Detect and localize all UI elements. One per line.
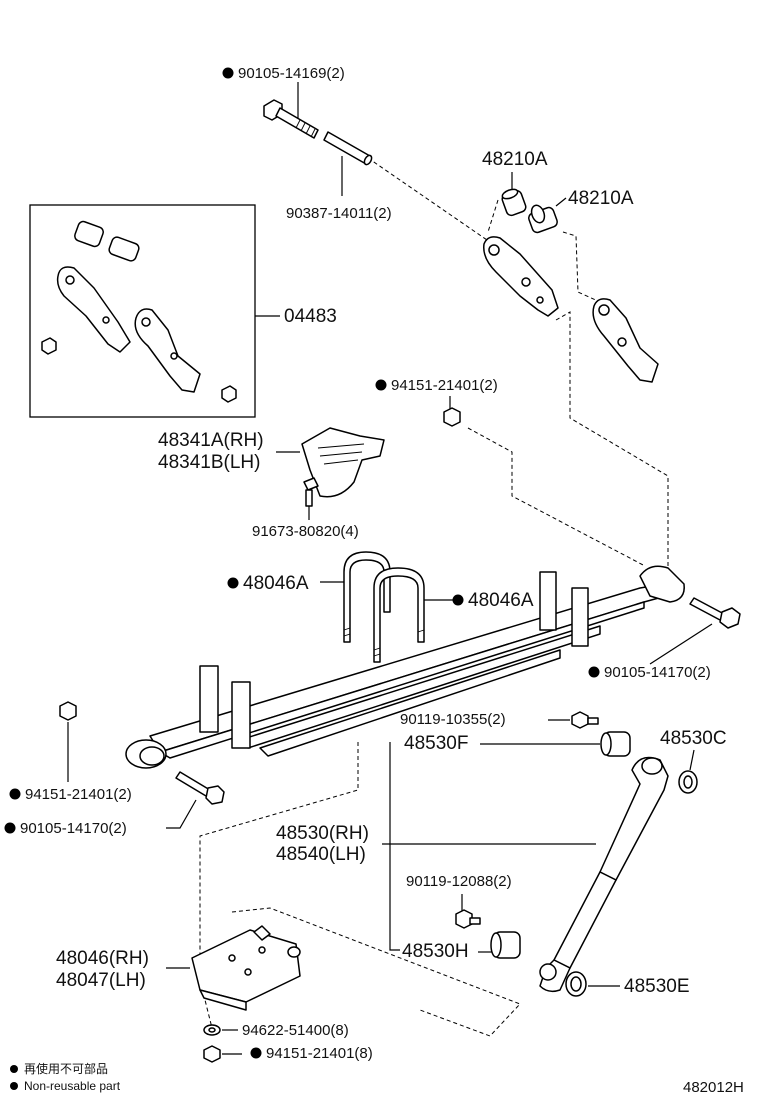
label-bumper-lh: 48341B(LH) [158, 452, 260, 473]
label-nut-bottom: 94151-21401(8) [266, 1045, 373, 1062]
label-shock-rh: 48530(RH) [276, 823, 369, 844]
nut-left [59, 701, 77, 721]
kit-shackle-1 [56, 266, 131, 353]
nut-bottom [203, 1045, 221, 1063]
label-bush-c: 48530C [660, 728, 727, 749]
shock-absorber [539, 756, 669, 993]
label-bumper-bolt: 91673-80820(4) [252, 523, 359, 540]
non-reusable-marker [227, 577, 239, 589]
u-bolt-1 [343, 551, 391, 643]
bumper-bolt [303, 477, 319, 507]
legend-line2: Non-reusable part [24, 1079, 121, 1093]
label-seat-lh: 48047(LH) [56, 970, 146, 991]
figure-id: 482012H [683, 1079, 744, 1096]
bump-stopper [301, 427, 385, 498]
label-bush-f: 48530F [404, 733, 468, 754]
kit-bushing-1 [74, 220, 104, 248]
bushing-48210A-lower [528, 204, 558, 234]
bushing-48530F [600, 731, 631, 757]
shackle-plate-front [483, 236, 559, 317]
shock-nut-top [571, 711, 599, 729]
shock-bolt-lower [455, 909, 481, 929]
label-bush-h: 48530H [402, 941, 469, 962]
label-washer: 94622-51400(8) [242, 1022, 349, 1039]
kit-nut-2 [221, 385, 237, 403]
non-reusable-marker [222, 67, 234, 79]
bushing-48210A-upper [501, 188, 527, 217]
non-reusable-marker [588, 666, 600, 678]
label-kit: 04483 [284, 306, 337, 327]
label-bush-a2: 48210A [568, 188, 634, 209]
kit-nut-1 [41, 337, 57, 355]
label-shock-bolt-low: 90119-12088(2) [406, 873, 512, 890]
label-bush-e: 48530E [624, 976, 690, 997]
bolt-90105-14170-front [175, 771, 225, 805]
non-reusable-marker [4, 822, 16, 834]
label-seat-rh: 48046(RH) [56, 948, 149, 969]
non-reusable-marker [375, 379, 387, 391]
label-bolt-left: 90105-14170(2) [20, 820, 127, 837]
leaf-spring [125, 565, 685, 769]
spring-seat [191, 925, 301, 1011]
kit-bushing-2 [108, 236, 140, 262]
label-nut-upper: 94151-21401(2) [391, 377, 498, 394]
label-ubolt-right: 48046A [468, 590, 534, 611]
legend-marker [10, 1065, 18, 1073]
label-shock-nut-top: 90119-10355(2) [400, 711, 506, 728]
non-reusable-marker [9, 788, 21, 800]
label-pin: 90387-14011(2) [286, 205, 392, 222]
bolt-90105-14169 [263, 99, 319, 139]
label-ubolt-left: 48046A [243, 573, 309, 594]
pin-90387-14011 [323, 131, 373, 166]
legend-marker [10, 1082, 18, 1090]
washer-94622 [203, 1024, 221, 1036]
label-shock-lh: 48540(LH) [276, 844, 366, 865]
non-reusable-marker [452, 594, 464, 606]
nut-upper [443, 407, 461, 427]
bushing-48530H [490, 931, 521, 959]
label-nut-left: 94151-21401(2) [25, 786, 132, 803]
label-bolt-top: 90105-14169(2) [238, 65, 345, 82]
label-bolt-front: 90105-14170(2) [604, 664, 711, 681]
kit-shackle-2 [134, 308, 201, 393]
washer-48530E [565, 971, 587, 997]
label-bumper-rh: 48341A(RH) [158, 430, 264, 451]
non-reusable-marker [250, 1047, 262, 1059]
label-bush-a1: 48210A [482, 149, 548, 170]
u-bolt-2 [373, 567, 425, 663]
legend-line1: 再使用不可部品 [24, 1061, 108, 1076]
shackle-plate-rear [592, 298, 659, 383]
washer-48530C [678, 770, 698, 794]
bolt-90105-14170-rear [689, 597, 741, 629]
